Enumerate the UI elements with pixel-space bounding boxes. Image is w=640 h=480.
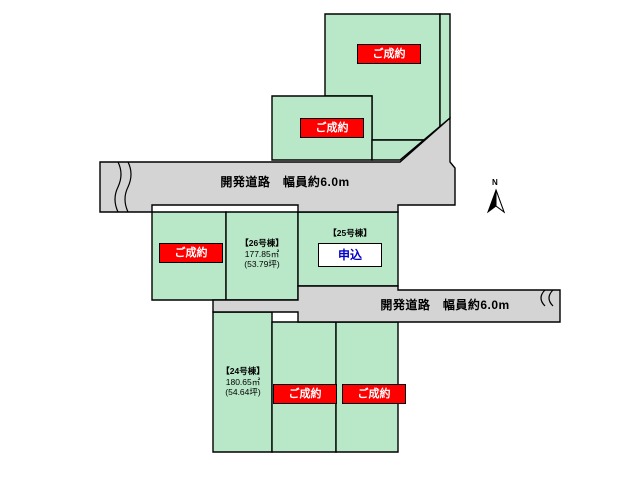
- lot-25-number: 【25号棟】: [328, 228, 372, 238]
- badge-sold-upper[interactable]: ご成約: [300, 118, 364, 138]
- lot-24-number: 【24号棟】: [221, 366, 265, 376]
- badge-sold-bottom-right[interactable]: ご成約: [342, 384, 406, 404]
- road-label-north: 開発道路 幅員約6.0m: [220, 175, 350, 189]
- compass-icon: [486, 188, 506, 214]
- road-label-east: 開発道路 幅員約6.0m: [380, 298, 510, 312]
- lot-26-number: 【26号棟】: [240, 238, 284, 248]
- lot-26-label: 【26号棟】 177.85㎡ (53.79坪): [227, 238, 297, 270]
- lot-24-area-sqm: 180.65㎡: [225, 376, 261, 387]
- badge-sold-top[interactable]: ご成約: [357, 44, 421, 64]
- badge-apply-lot-25[interactable]: 申込: [318, 243, 382, 267]
- compass-north-label: N: [492, 178, 498, 187]
- lot-26-area-sqm: 177.85㎡: [244, 248, 280, 259]
- road-shape-east: [212, 285, 561, 323]
- badge-sold-left[interactable]: ご成約: [159, 243, 223, 263]
- lot-24-area-tsubo: (54.64坪): [225, 387, 261, 398]
- lot-26-area-tsubo: (53.79坪): [244, 259, 280, 270]
- road-shape-north: [99, 116, 456, 213]
- road-shapes: [99, 116, 561, 323]
- lot-25-label: 【25号棟】: [315, 228, 385, 239]
- road-break-marks: [114, 161, 554, 307]
- lot-24-label: 【24号棟】 180.65㎡ (54.64坪): [207, 366, 279, 398]
- badge-sold-bottom-left[interactable]: ご成約: [273, 384, 337, 404]
